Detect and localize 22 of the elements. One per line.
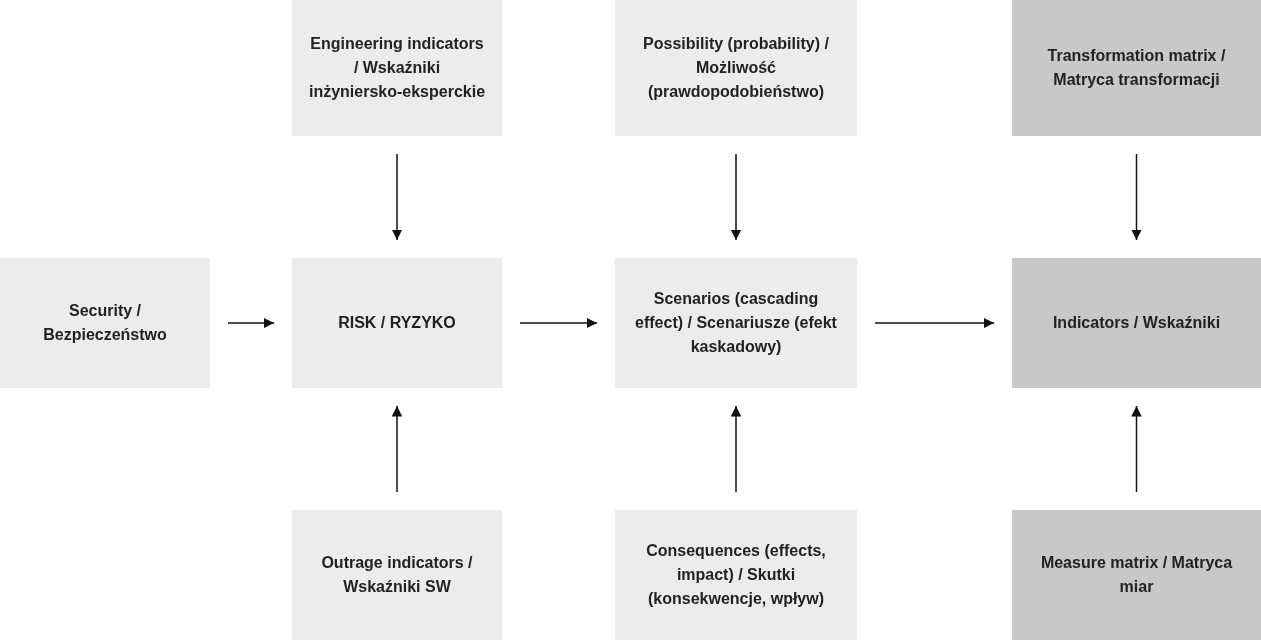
arrow xyxy=(730,153,742,241)
node-label: Engineering indicators / Wskaźniki inżyniersko-eksperckie xyxy=(307,34,487,102)
node-label: Security / Bezpieczeństwo xyxy=(42,301,168,345)
node-label: Possibility (probability) / Możliwość (prawdopodobieństwo) xyxy=(642,34,830,102)
arrow xyxy=(1131,153,1142,241)
process-box xyxy=(1012,0,1261,136)
arrow xyxy=(874,317,995,329)
node-label: Consequences (effects, impact) / Skutki (konsekwencje, wpływ) xyxy=(645,541,827,609)
node-label: Transformation matrix / Matryca transformacji xyxy=(1046,46,1227,90)
arrow xyxy=(227,317,275,329)
arrow xyxy=(519,317,598,329)
node-label: Outrage indicators / Wskaźniki SW xyxy=(320,553,474,597)
node-label: Scenarios (cascading effect) / Scenariusze (efekt kaskadowy) xyxy=(634,289,838,357)
process-box xyxy=(1012,510,1261,640)
node-label: RISK / RYZYKO xyxy=(338,313,456,333)
node-label: Indicators / Wskaźniki xyxy=(1052,313,1221,333)
arrow xyxy=(391,153,403,241)
arrow xyxy=(1131,405,1142,493)
process-box xyxy=(1012,258,1261,388)
arrow xyxy=(730,405,742,493)
node-label: Measure matrix / Matryca miar xyxy=(1039,553,1234,597)
arrow xyxy=(391,405,403,493)
